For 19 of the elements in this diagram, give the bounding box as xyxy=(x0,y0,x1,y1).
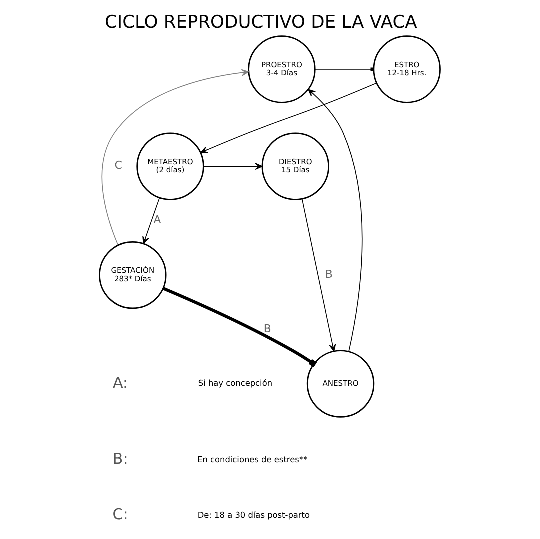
arrow xyxy=(142,198,160,244)
label: B: xyxy=(112,450,128,468)
diagram-title: CICLO REPRODUCTIVO DE LA VACA xyxy=(104,12,418,33)
label: Si hay concepción xyxy=(198,378,273,388)
arrow xyxy=(203,163,263,170)
edge-label: B xyxy=(325,268,333,281)
label: C: xyxy=(112,505,128,524)
connector xyxy=(314,68,374,72)
label: A: xyxy=(113,374,128,392)
arrow xyxy=(102,69,250,246)
arrow xyxy=(200,82,378,154)
connector xyxy=(162,287,318,368)
edge-label: C xyxy=(114,159,122,172)
arrow xyxy=(302,198,336,352)
arrow xyxy=(308,89,363,352)
edge-label: B xyxy=(264,322,272,336)
label: De: 18 a 30 días post-parto xyxy=(198,510,310,520)
label: En condiciones de estres** xyxy=(198,454,308,464)
edge-label: A xyxy=(154,214,162,227)
